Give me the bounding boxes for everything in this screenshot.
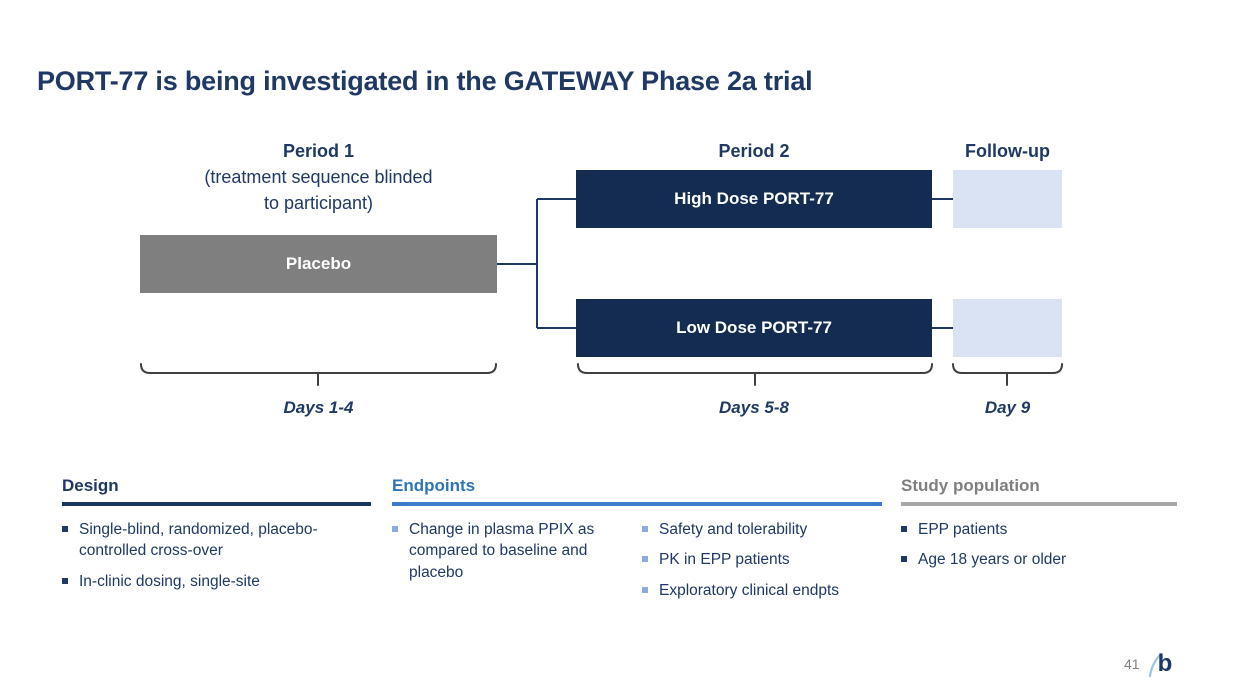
bullet-square-icon — [901, 526, 907, 532]
followup-title: Follow-up — [965, 141, 1050, 161]
bullet-text: PK in EPP patients — [659, 551, 790, 569]
timeline-brackets — [140, 363, 1063, 386]
list-item: PK in EPP patients — [642, 549, 882, 570]
bullet-text: Change in plasma PPIX as compared to bas… — [409, 521, 595, 581]
design-section-underline — [62, 502, 371, 506]
bullet-square-icon — [392, 526, 398, 532]
period1-title: Period 1 — [282, 141, 355, 161]
bullet-square-icon — [62, 577, 68, 584]
bullet-text: EPP patients — [918, 521, 1008, 538]
bullet-text: Single-blind, randomized, placebo-contro… — [79, 521, 318, 560]
logo-letter: b — [1157, 650, 1173, 677]
followup-box-low — [953, 299, 1062, 357]
period1-subtitle-line1: (treatment sequence blinded — [204, 167, 433, 187]
followup-header: Follow-up — [945, 138, 1070, 164]
list-item: Age 18 years or older — [901, 549, 1177, 570]
placebo-box: Placebo — [140, 235, 497, 293]
slide-footer: 41 b — [1124, 648, 1214, 680]
page-number: 41 — [1124, 656, 1140, 672]
bullet-square-icon — [642, 556, 648, 563]
bullet-square-icon — [62, 526, 68, 532]
days-1-4-label: Days 1-4 — [283, 398, 354, 417]
endpoints-bullet-list-right: Safety and tolerability PK in EPP patien… — [642, 519, 882, 610]
bullet-text: Exploratory clinical endpts — [659, 581, 840, 599]
study-population-bullet-list: EPP patients Age 18 years or older — [901, 519, 1177, 571]
logo-swoosh-icon — [1148, 652, 1162, 678]
design-section-title: Design — [62, 476, 119, 495]
list-item: Safety and tolerability — [642, 519, 882, 540]
bullet-square-icon — [642, 526, 648, 532]
followup-box-high — [953, 170, 1062, 228]
bullet-text: Safety and tolerability — [659, 521, 808, 538]
list-item: In-clinic dosing, single-site — [62, 571, 371, 592]
day-9-label: Day 9 — [984, 398, 1031, 417]
list-item: EPP patients — [901, 519, 1177, 540]
low-dose-box: Low Dose PORT-77 — [576, 299, 932, 357]
list-item: Exploratory clinical endpts — [642, 580, 882, 601]
period2-title: Period 2 — [718, 141, 790, 161]
period1-header: Period 1 (treatment sequence blinded to … — [140, 138, 497, 216]
endpoints-section-underline — [392, 502, 882, 506]
period2-header: Period 2 — [576, 138, 932, 164]
days-5-8-label: Days 5-8 — [719, 398, 789, 417]
design-bullet-list: Single-blind, randomized, placebo-contro… — [62, 519, 371, 592]
bullet-text: Age 18 years or older — [918, 551, 1067, 569]
study-population-section-title: Study population — [901, 476, 1040, 495]
page-title: PORT-77 is being investigated in the GAT… — [37, 66, 813, 97]
bullet-text: In-clinic dosing, single-site — [79, 572, 260, 590]
bullet-square-icon — [642, 586, 648, 593]
endpoints-section-title: Endpoints — [392, 476, 476, 495]
design-section: Design Single-blind, randomized, placebo… — [62, 476, 371, 601]
study-population-section-underline — [901, 502, 1177, 506]
list-item: Single-blind, randomized, placebo-contro… — [62, 519, 371, 562]
bullet-square-icon — [901, 556, 907, 563]
period1-subtitle-line2: to participant) — [263, 193, 374, 213]
study-population-section: Study population EPP patients Age 18 yea… — [901, 476, 1177, 580]
endpoints-bullet-list-left: Change in plasma PPIX as compared to bas… — [392, 519, 630, 610]
list-item: Change in plasma PPIX as compared to bas… — [392, 519, 630, 583]
high-dose-box: High Dose PORT-77 — [576, 170, 932, 228]
endpoints-columns: Change in plasma PPIX as compared to bas… — [392, 506, 882, 610]
endpoints-section: Endpoints Change in plasma PPIX as compa… — [392, 476, 882, 610]
